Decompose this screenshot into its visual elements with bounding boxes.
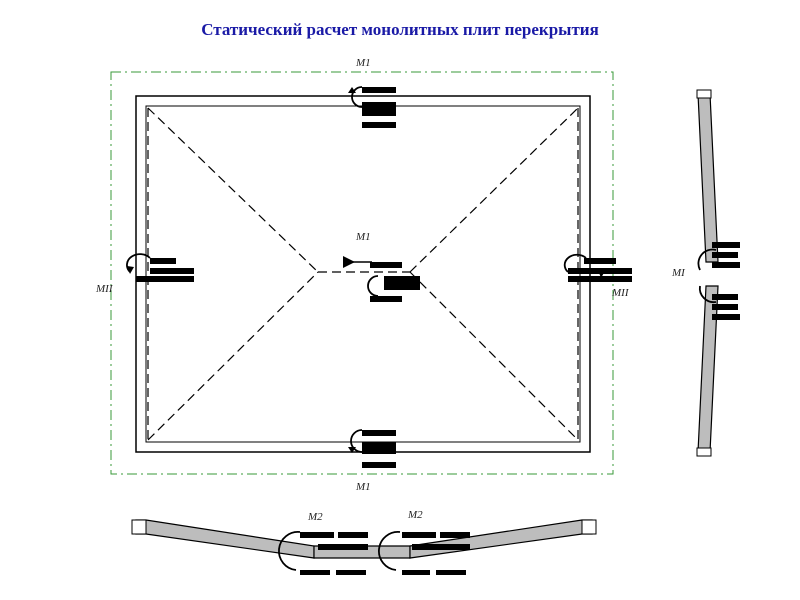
- label-left-moment: MII: [95, 283, 114, 295]
- label-bottom-right-moment: M2: [407, 509, 423, 521]
- yield-lines: [147, 107, 579, 441]
- moment-center-symbol: [343, 256, 420, 302]
- slab-outline: [135, 95, 591, 453]
- moment-right-symbol: [563, 253, 632, 282]
- moment-top-symbol: [348, 86, 396, 128]
- page-title: Статический расчет монолитных плит перек…: [201, 20, 599, 39]
- moment-left-symbol: [126, 253, 194, 282]
- label-top-moment: M1: [355, 57, 371, 69]
- label-right-moment: MII: [611, 287, 630, 299]
- side-view-member: [696, 89, 740, 457]
- moment-bottom-symbol: [348, 429, 396, 468]
- label-side-view-moment: MI: [671, 267, 686, 279]
- label-center-moment: M1: [355, 231, 371, 243]
- label-bottom-moment: M1: [355, 481, 371, 493]
- section-view-member: [131, 519, 597, 575]
- label-bottom-left-moment: M2: [307, 511, 323, 523]
